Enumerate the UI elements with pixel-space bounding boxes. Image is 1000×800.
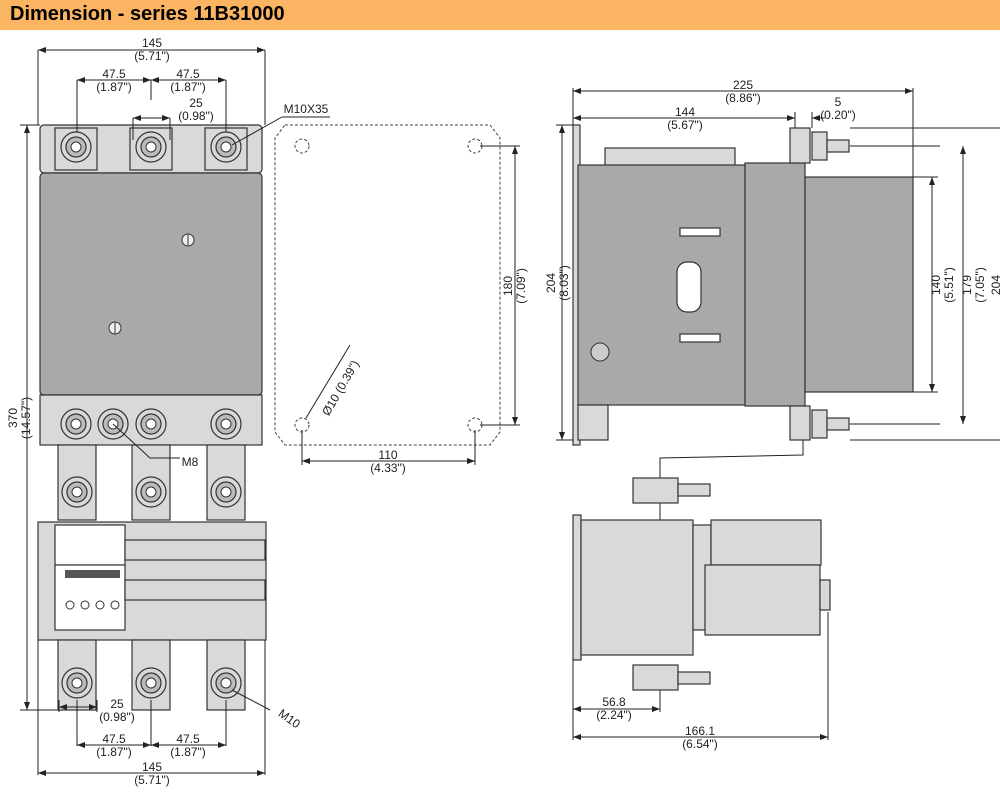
terminal-screw-icon [135,131,167,163]
front-view: 145 (5.71") 47.5 (1.87") 47.5 (1.87") 25… [6,36,330,787]
dim-47-5-bottom: 47.5 [176,732,200,746]
dim-5: 5 [835,95,842,109]
mounting-hole-icon [467,417,483,433]
busbar-bolt-icon [135,476,167,508]
dim-25-top: 25 [189,96,203,110]
mounting-hole-icon [294,417,310,433]
dim-hole-diameter: Ø10 (0.39") [319,358,362,418]
terminal-screw-icon [60,131,92,163]
dim-144: 144 [675,105,695,119]
busbar-bolt-icon [135,667,167,699]
side-front-cover [804,176,914,393]
label-m8: M8 [182,455,199,469]
terminal-bolt [789,127,811,164]
relay-label [65,570,120,578]
relay-side-module [704,564,821,636]
relay-bolt [632,477,679,504]
dim-25-bottom-in: (0.98") [99,710,135,724]
relay-rib [124,579,266,601]
dim-145-bottom-in: (5.71") [134,773,170,787]
dim-25-bottom: 25 [110,697,124,711]
dim-204: 204 [544,273,558,293]
mounting-plate-view: 180 (7.09") 110 (4.33") Ø10 (0.39") [274,124,528,475]
busbar-bolt-icon [210,476,242,508]
dim-179: 179 [960,275,974,295]
dim-56-8-in: (2.24") [596,708,632,722]
dim-47-5-in: (1.87") [96,80,132,94]
dim-166-1-in: (6.54") [682,737,718,751]
relay-bolt [632,664,679,691]
busbar-bolt-icon [61,476,93,508]
dim-180: 180 [501,276,515,296]
terminal-screw-icon [60,408,92,440]
dim-47-5-bottom: 47.5 [102,732,126,746]
terminal-screw-icon [210,131,242,163]
dim-370-in: (14.57") [19,397,33,439]
dim-110-in: (4.33") [370,461,406,475]
header-bar: Dimension - series 11B31000 [0,0,1000,30]
label-m10: M10 [276,706,303,731]
dim-140-in: (5.51") [942,267,956,303]
dim-179-in: (7.05") [973,267,987,303]
terminal-screw-icon [210,408,242,440]
dim-47-5-in: (1.87") [170,80,206,94]
relay-side-body [580,519,694,656]
dim-110: 110 [378,448,397,462]
top-housing [604,147,736,167]
dim-370: 370 [6,408,20,428]
dim-145-top: 145 [142,36,162,50]
dim-144-in: (5.67") [667,118,703,132]
dim-180-in: (7.09") [514,268,528,304]
label-m10x35: M10X35 [284,102,329,116]
side-body [577,164,746,406]
contactor-body [39,172,263,396]
dim-5-in: (0.20") [820,108,856,122]
mounting-hole-icon [294,138,310,154]
dim-204-right: 204 [989,275,1000,295]
dim-166-1: 166.1 [685,724,715,738]
dim-225: 225 [733,78,753,92]
dim-25-top-in: (0.98") [178,109,214,123]
dim-145-bottom: 145 [142,760,162,774]
plate-outline [274,124,501,446]
terminal-screw-icon [135,408,167,440]
dim-225-in: (8.86") [725,91,761,105]
dim-47-5-bottom-in: (1.87") [96,745,132,759]
page-title: Dimension - series 11B31000 [10,3,285,25]
dim-47-5-bottom-in: (1.87") [170,745,206,759]
side-view: 225 (8.86") 144 (5.67") 5 (0.20") 204 (8… [544,78,1000,751]
side-front-cover [744,162,806,407]
relay-rib [124,539,266,561]
dim-145-top-in: (5.71") [134,49,170,63]
dim-204-in: (8.03") [557,265,571,301]
dim-47-5: 47.5 [176,67,200,81]
relay-panel [54,524,126,566]
mounting-hole-icon [467,138,483,154]
dim-47-5: 47.5 [102,67,126,81]
busbar-bolt-icon [210,667,242,699]
busbar-bolt-icon [61,667,93,699]
terminal-bolt [789,405,811,441]
dim-140: 140 [929,275,943,295]
dim-56-8: 56.8 [602,695,626,709]
